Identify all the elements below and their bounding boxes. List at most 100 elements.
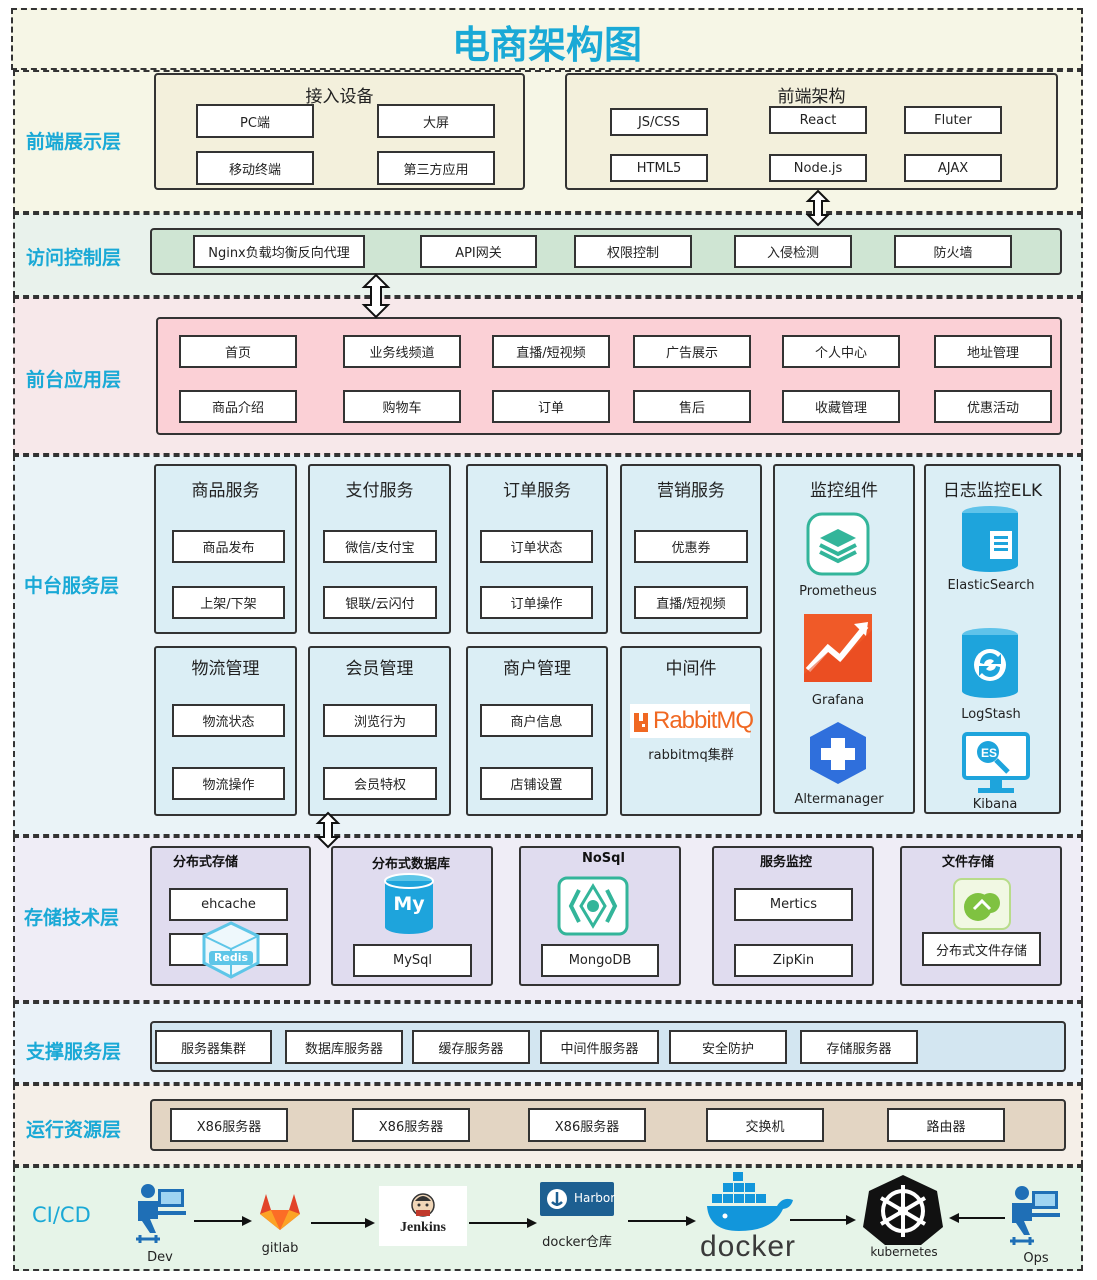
- dev-person-icon: [136, 1184, 186, 1243]
- service-marketing-live[interactable]: 直播/短视频: [634, 586, 748, 619]
- service-member-browse[interactable]: 浏览行为: [323, 704, 437, 737]
- dev-label: Dev: [147, 1250, 173, 1265]
- middleware-title: 中间件: [665, 659, 717, 679]
- layer-label-access: 访问控制层: [26, 247, 122, 269]
- jenkins-icon: [411, 1193, 435, 1217]
- app-address-management[interactable]: 地址管理: [934, 335, 1052, 368]
- support-security[interactable]: 安全防护: [669, 1030, 787, 1064]
- rabbitmq-logo-text: RabbitMQ: [653, 707, 754, 734]
- storage-nosql-title: NoSql: [582, 851, 625, 866]
- rabbitmq-logo: RabbitMQ: [630, 704, 754, 738]
- arrow-harbor-docker: [628, 1216, 696, 1226]
- storage-distributed-file[interactable]: 分布式文件存储: [922, 932, 1041, 966]
- access-firewall[interactable]: 防火墙: [894, 235, 1012, 268]
- prometheus-icon: [806, 512, 870, 576]
- storage-ehcache[interactable]: ehcache: [169, 888, 288, 921]
- docker-label: docker: [700, 1230, 797, 1263]
- storage-mongodb[interactable]: MongoDB: [541, 944, 659, 977]
- runtime-x86-2[interactable]: X86服务器: [352, 1108, 470, 1142]
- service-logistics-title: 物流管理: [191, 659, 260, 679]
- support-db-server[interactable]: 数据库服务器: [285, 1030, 403, 1064]
- access-api-gateway[interactable]: API网关: [420, 235, 537, 268]
- access-intrusion-detection[interactable]: 入侵检测: [734, 235, 852, 268]
- service-order-status[interactable]: 订单状态: [480, 530, 593, 563]
- mongodb-icon: [557, 876, 629, 936]
- service-logistics-operation[interactable]: 物流操作: [172, 767, 285, 800]
- jenkins-label: Jenkins: [400, 1220, 446, 1235]
- grafana-label: Grafana: [811, 693, 865, 708]
- kubernetes-icon: [863, 1175, 943, 1245]
- arch-react[interactable]: React: [769, 106, 867, 134]
- layer-label-front-app: 前台应用层: [26, 369, 122, 391]
- kibana-label: Kibana: [972, 797, 1018, 812]
- arch-nodejs[interactable]: Node.js: [769, 154, 867, 182]
- storage-distributed-title: 分布式存储: [173, 855, 239, 870]
- kubernetes-label: kubernetes: [870, 1245, 938, 1259]
- service-product-publish[interactable]: 商品发布: [172, 530, 285, 563]
- access-nginx[interactable]: Nginx负载均衡反向代理: [193, 235, 365, 268]
- runtime-x86-1[interactable]: X86服务器: [170, 1108, 288, 1142]
- service-merchant-shop[interactable]: 店铺设置: [480, 767, 593, 800]
- app-home[interactable]: 首页: [179, 335, 297, 368]
- app-promotions[interactable]: 优惠活动: [934, 390, 1052, 423]
- harbor-label: docker仓库: [542, 1235, 612, 1250]
- storage-zipkin[interactable]: ZipKin: [734, 944, 853, 977]
- storage-mertics[interactable]: Mertics: [734, 888, 853, 921]
- support-middleware-server[interactable]: 中间件服务器: [540, 1030, 659, 1064]
- service-product-title: 商品服务: [191, 481, 260, 501]
- storage-mysql[interactable]: MySql: [353, 944, 472, 977]
- file-storage-icon: [953, 878, 1011, 930]
- layer-label-runtime: 运行资源层: [26, 1119, 122, 1141]
- app-personal-center[interactable]: 个人中心: [782, 335, 900, 368]
- arch-ajax[interactable]: AJAX: [904, 154, 1002, 182]
- logstash-label: LogStash: [961, 707, 1021, 722]
- device-mobile[interactable]: 移动终端: [196, 151, 314, 185]
- app-after-sales[interactable]: 售后: [633, 390, 751, 423]
- service-merchant-info[interactable]: 商户信息: [480, 704, 593, 737]
- app-cart[interactable]: 购物车: [343, 390, 461, 423]
- support-server-cluster[interactable]: 服务器集群: [155, 1030, 272, 1064]
- device-third-party[interactable]: 第三方应用: [377, 151, 495, 185]
- runtime-switch[interactable]: 交换机: [706, 1108, 824, 1142]
- ops-person-icon: [1010, 1186, 1060, 1245]
- service-product-shelf[interactable]: 上架/下架: [172, 586, 285, 619]
- arrow-ops-k8s: [949, 1213, 1005, 1223]
- service-member-privilege[interactable]: 会员特权: [323, 767, 437, 800]
- frontend-arch-title: 前端架构: [777, 87, 846, 107]
- arrow-jenkins-harbor: [469, 1218, 537, 1228]
- app-order[interactable]: 订单: [492, 390, 610, 423]
- ops-label: Ops: [1023, 1251, 1049, 1266]
- mysql-logo-text: My: [393, 893, 425, 915]
- rabbitmq-icon: [634, 713, 648, 732]
- service-marketing-coupon[interactable]: 优惠券: [634, 530, 748, 563]
- double-arrow-access-frontapp: [361, 273, 391, 319]
- service-payment-unionpay[interactable]: 银联/云闪付: [323, 586, 437, 619]
- app-favorites[interactable]: 收藏管理: [782, 390, 900, 423]
- elk-title: 日志监控ELK: [942, 481, 1043, 501]
- app-live-video[interactable]: 直播/短视频: [492, 335, 610, 368]
- support-cache-server[interactable]: 缓存服务器: [412, 1030, 530, 1064]
- device-pc[interactable]: PC端: [196, 104, 314, 138]
- service-member-title: 会员管理: [345, 659, 414, 679]
- grafana-icon: [804, 614, 872, 682]
- gitlab-icon: [260, 1194, 300, 1230]
- service-payment-wechat-alipay[interactable]: 微信/支付宝: [323, 530, 437, 563]
- arrow-gitlab-jenkins: [311, 1218, 375, 1228]
- altermanager-icon: [810, 722, 866, 784]
- support-storage-server[interactable]: 存储服务器: [800, 1030, 918, 1064]
- runtime-router[interactable]: 路由器: [887, 1108, 1005, 1142]
- device-big-screen[interactable]: 大屏: [377, 104, 495, 138]
- service-payment-title: 支付服务: [345, 481, 414, 501]
- app-ad-display[interactable]: 广告展示: [633, 335, 751, 368]
- app-product-intro[interactable]: 商品介绍: [179, 390, 297, 423]
- arch-fluter[interactable]: Fluter: [904, 106, 1002, 134]
- layer-label-support: 支撑服务层: [26, 1041, 122, 1063]
- runtime-x86-3[interactable]: X86服务器: [528, 1108, 646, 1142]
- access-permission[interactable]: 权限控制: [574, 235, 692, 268]
- service-order-operation[interactable]: 订单操作: [480, 586, 593, 619]
- arch-jscss[interactable]: JS/CSS: [610, 108, 708, 136]
- app-business-channel[interactable]: 业务线频道: [343, 335, 461, 368]
- service-logistics-status[interactable]: 物流状态: [172, 704, 285, 737]
- arrow-dev-gitlab: [194, 1216, 252, 1226]
- arch-html5[interactable]: HTML5: [610, 154, 708, 182]
